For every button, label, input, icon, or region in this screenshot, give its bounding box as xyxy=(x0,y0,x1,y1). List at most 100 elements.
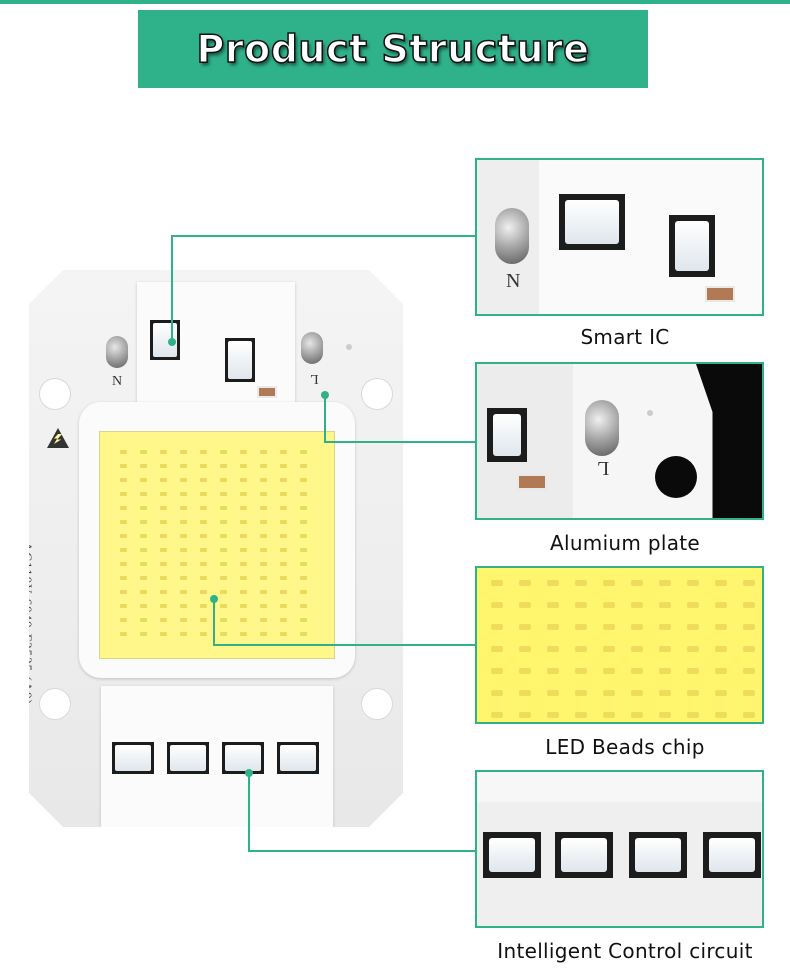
led-bead xyxy=(687,602,699,608)
led-bead xyxy=(260,506,267,510)
led-bead xyxy=(220,520,227,524)
led-bead xyxy=(280,520,287,524)
led-bead xyxy=(120,450,127,454)
led-beads-grid xyxy=(120,450,320,646)
led-bead xyxy=(260,548,267,552)
led-bead xyxy=(659,624,671,630)
led-beads-connector-h xyxy=(213,644,475,646)
control-chip-2 xyxy=(167,742,209,774)
led-bead xyxy=(160,464,167,468)
led-bead xyxy=(260,478,267,482)
led-bead xyxy=(140,618,147,622)
led-bead xyxy=(220,576,227,580)
led-bead xyxy=(180,506,187,510)
led-bead xyxy=(240,576,247,580)
led-bead xyxy=(120,534,127,538)
led-bead xyxy=(160,478,167,482)
led-bead xyxy=(300,576,307,580)
led-bead xyxy=(180,618,187,622)
title-banner: Product Structure xyxy=(138,10,648,88)
led-bead xyxy=(715,668,727,674)
led-bead xyxy=(220,632,227,636)
led-bead xyxy=(180,632,187,636)
led-bead xyxy=(603,646,615,652)
led-beads-zoom-view xyxy=(475,566,764,724)
led-bead xyxy=(240,478,247,482)
led-bead xyxy=(220,506,227,510)
control-chip-1 xyxy=(112,742,154,774)
led-bead xyxy=(120,506,127,510)
led-bead xyxy=(240,548,247,552)
smart-ic-chip-2 xyxy=(225,338,255,382)
led-bead xyxy=(260,492,267,496)
led-bead xyxy=(200,492,207,496)
led-bead xyxy=(715,646,727,652)
led-bead xyxy=(631,580,643,586)
smart-ic-marker-dot xyxy=(168,338,176,346)
zoom-control-chip-1 xyxy=(483,832,541,878)
led-bead xyxy=(220,548,227,552)
led-bead xyxy=(260,464,267,468)
board-model-code: AC110V-6040-F2525 xyxy=(20,542,35,673)
led-bead xyxy=(491,690,503,696)
led-bead xyxy=(300,590,307,594)
led-bead xyxy=(519,646,531,652)
control-chip-4 xyxy=(277,742,319,774)
page-title: Product Structure xyxy=(196,26,590,72)
zoom-control-chip-4 xyxy=(703,832,761,878)
led-bead xyxy=(200,618,207,622)
alumium-plate-zoom-view: L xyxy=(475,362,764,520)
screw-terminal-l-icon xyxy=(301,332,323,364)
led-bead xyxy=(519,580,531,586)
led-bead xyxy=(659,668,671,674)
led-bead xyxy=(575,646,587,652)
led-bead xyxy=(200,520,207,524)
led-bead xyxy=(220,464,227,468)
control-circuit-connector-v xyxy=(248,773,250,851)
led-bead xyxy=(140,478,147,482)
led-bead xyxy=(519,624,531,630)
led-bead xyxy=(160,576,167,580)
mounting-hole xyxy=(655,456,697,498)
led-bead xyxy=(260,604,267,608)
led-bead xyxy=(240,632,247,636)
alumium-plate-connector-h xyxy=(324,441,475,443)
led-bead xyxy=(715,602,727,608)
led-bead xyxy=(160,506,167,510)
led-bead xyxy=(120,618,127,622)
led-bead xyxy=(575,712,587,718)
caption-intelligent-control-circuit: Intelligent Control circuit xyxy=(497,939,753,963)
led-bead xyxy=(575,668,587,674)
led-bead xyxy=(240,506,247,510)
led-bead xyxy=(220,534,227,538)
led-bead xyxy=(715,624,727,630)
led-bead xyxy=(603,602,615,608)
led-bead xyxy=(687,580,699,586)
led-bead xyxy=(491,580,503,586)
pin-label-n: N xyxy=(112,374,123,389)
smd-resistor xyxy=(257,386,277,398)
led-bead xyxy=(743,712,755,718)
led-bead xyxy=(631,646,643,652)
led-bead xyxy=(260,562,267,566)
led-bead xyxy=(260,618,267,622)
led-bead xyxy=(603,624,615,630)
led-bead xyxy=(240,464,247,468)
board-model-text: AC110V-6040-F2525 (A0) xyxy=(20,542,35,762)
led-bead xyxy=(300,464,307,468)
led-bead xyxy=(631,668,643,674)
led-bead xyxy=(240,534,247,538)
led-bead xyxy=(220,604,227,608)
led-bead xyxy=(160,632,167,636)
led-bead xyxy=(180,548,187,552)
led-bead xyxy=(687,646,699,652)
led-bead xyxy=(240,604,247,608)
led-bead xyxy=(220,492,227,496)
led-bead xyxy=(220,450,227,454)
led-bead xyxy=(280,492,287,496)
led-bead xyxy=(140,534,147,538)
zoom-pin-label-n: N xyxy=(506,270,521,292)
led-bead xyxy=(659,646,671,652)
led-bead xyxy=(300,632,307,636)
led-bead xyxy=(200,534,207,538)
